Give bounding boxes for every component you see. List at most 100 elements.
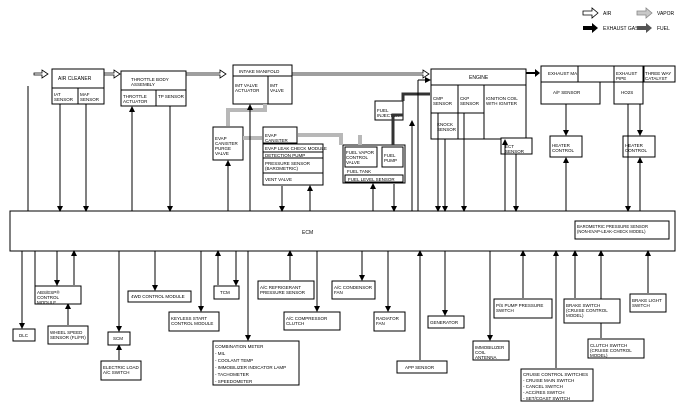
intake-manifold-box: [232, 64, 293, 105]
air-arrow-icon: [582, 7, 599, 19]
legend-exhaust-gas: EXHAUST GAS: [603, 26, 639, 32]
clutch-switch-box: [587, 338, 645, 359]
meter-item-speedometer: - SPEEDOMETER: [215, 379, 253, 384]
signal-lines-bottom: [19, 250, 651, 368]
meter-item-coolant: - COOLANT TEMP: [215, 358, 253, 363]
af-sensor-label: A/F SENSOR: [553, 90, 581, 95]
intake-manifold-label: INTAKE MANIFOLD: [239, 69, 280, 74]
cruise-item-main: - CRUISE MAIN SWITCH: [523, 378, 574, 383]
immobilizer-box: [472, 340, 510, 361]
exhaust-manifold-label: EXHAUST MANIFOLD: [548, 71, 594, 76]
ac-refrigerant-box: [257, 280, 315, 300]
warm-up-catalyst-box: [577, 65, 615, 83]
evap-canister-box: [262, 126, 298, 144]
dlc-label: DLC: [19, 333, 29, 338]
fuel-level-sensor-label: FUEL LEVEL SENSOR: [348, 177, 395, 182]
meter-item-tachometer: - TACHOMETER: [215, 372, 250, 377]
evap-leak-check-label: EVAP LEAK CHECK MODULE: [265, 146, 327, 151]
cruise-switches-box: [520, 368, 594, 402]
exhaust-arrow-icon: [583, 23, 598, 33]
meter-item-mil: - MIL: [215, 351, 226, 356]
absesp-box: [34, 285, 82, 305]
wheel-speed-box: [47, 325, 89, 345]
engine-label: ENGINE: [469, 75, 489, 81]
legend: AIR VAPOR EXHAUST GAS FUEL: [582, 7, 675, 33]
ecm-box: [9, 210, 676, 252]
tcm-label: TCM: [220, 290, 230, 295]
cruise-item-accres: - ACC/RES SWITCH: [523, 390, 565, 395]
fourwd-control-box: [127, 290, 192, 303]
pressure-sensor-baro-label: PRESSURE SENSOR(BAROMETRIC): [265, 161, 311, 171]
engine-box: [430, 68, 527, 140]
meter-item-immobilizer: - IMMOBILIZER INDICATOR LAMP: [215, 365, 286, 370]
combination-meter-box: [212, 340, 300, 386]
brake-light-box: [629, 293, 667, 313]
radiator-fan-box: [373, 311, 406, 332]
legend-vapor: VAPOR: [657, 11, 675, 17]
ac-compressor-box: [283, 311, 341, 331]
ecm-label: ECM: [302, 230, 313, 236]
fuel-vapor-control-box: [344, 146, 378, 168]
tp-sensor-label: TP SENSOR: [158, 94, 185, 99]
detection-pump-label: DETECTION PUMP: [265, 153, 305, 158]
exhaust-pipe-box: [613, 65, 644, 105]
fourwd-control-label: 4WD CONTROL MODULE: [131, 294, 185, 299]
fuel-pump-box: [381, 146, 404, 168]
signal-lines-top: [27, 77, 643, 212]
tcm-box: [213, 285, 240, 300]
app-sensor-label: APP SENSOR: [405, 365, 435, 370]
app-sensor-box: [396, 360, 448, 374]
vent-valve-label: VENT VALVE: [265, 177, 292, 182]
throttle-body-box: [120, 70, 187, 107]
brake-switch-cc-box: [563, 298, 621, 324]
cruise-switches-label: CRUISE CONTROL SWITCHES: [523, 372, 588, 377]
fuel-arrow-icon: [637, 23, 652, 33]
generator-box: [427, 315, 465, 329]
generator-label: GENERATOR: [430, 320, 459, 325]
baro-sensor-label: BAROMETRIC PRESSURE SENSOR(NON-EVAP-LEAK…: [577, 224, 648, 234]
cruise-item-cancel: - CANCEL SWITCH: [523, 384, 563, 389]
combination-meter-label: COMBINATION METER: [215, 344, 264, 349]
ps-pump-box: [493, 298, 553, 319]
three-way-catalyst-box: [643, 65, 676, 83]
legend-fuel: FUEL: [657, 26, 670, 32]
evap-leak-check-box: [262, 143, 324, 186]
scm-label: SCM: [113, 336, 123, 341]
fuel-level-sensor-box: [344, 174, 404, 183]
keyless-box: [168, 311, 220, 332]
ac-condenser-box: [331, 280, 376, 300]
evap-canister-purge-box: [212, 126, 244, 161]
vapor-arrow-icon: [636, 7, 653, 19]
air-cleaner-label: AIR CLEANER: [58, 76, 92, 82]
